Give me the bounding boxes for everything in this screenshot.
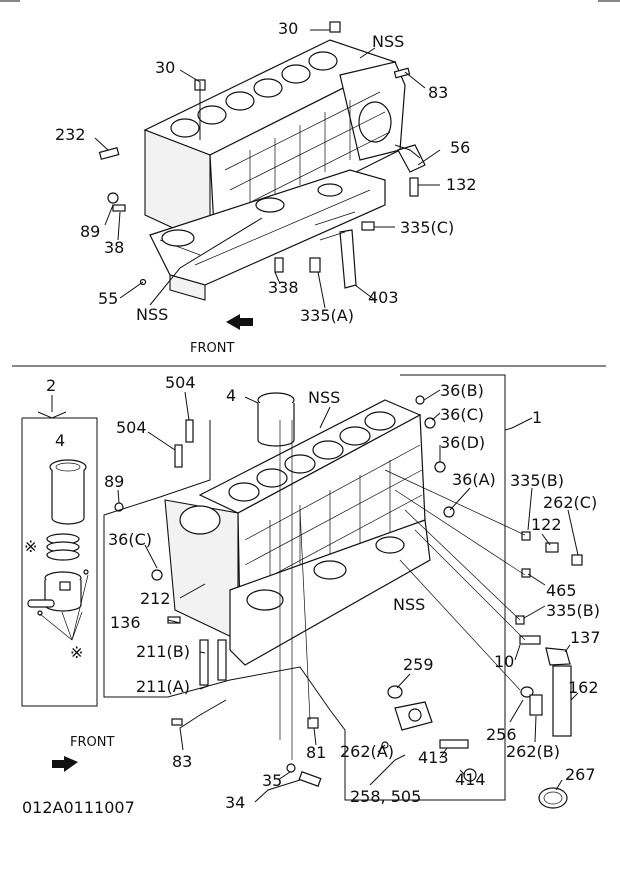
asterisk-mark-lower: ※ bbox=[70, 643, 83, 662]
front-arrow-icon-bottom bbox=[52, 756, 78, 772]
callout-83-bottom: 83 bbox=[172, 752, 192, 771]
callout-1: 1 bbox=[532, 408, 542, 427]
callout-34: 34 bbox=[225, 793, 245, 812]
callout-89-bottom: 89 bbox=[104, 472, 124, 491]
callout-2: 2 bbox=[46, 376, 56, 395]
callout-267: 267 bbox=[565, 765, 596, 784]
callout-136: 136 bbox=[110, 613, 141, 632]
piston-kit-parts bbox=[27, 459, 89, 641]
callout-4-block: 4 bbox=[226, 386, 236, 405]
callout-36d: 36(D) bbox=[440, 433, 485, 452]
callout-nss-upper: NSS bbox=[308, 388, 340, 407]
callout-338: 338 bbox=[268, 278, 299, 297]
callout-137: 137 bbox=[570, 628, 601, 647]
callout-504-left: 504 bbox=[116, 418, 147, 437]
callout-504-top: 504 bbox=[165, 373, 196, 392]
callout-81: 81 bbox=[306, 743, 326, 762]
top-leader-lines bbox=[94, 29, 441, 309]
callout-162: 162 bbox=[568, 678, 599, 697]
callout-262b: 262(B) bbox=[506, 742, 560, 761]
callout-4-kit: 4 bbox=[55, 431, 65, 450]
callout-30-top: 30 bbox=[278, 19, 298, 38]
asterisk-mark-upper: ※ bbox=[24, 537, 37, 556]
callout-36b: 36(B) bbox=[440, 381, 484, 400]
callout-122: 122 bbox=[531, 515, 562, 534]
callout-56: 56 bbox=[450, 138, 470, 157]
callout-256: 256 bbox=[486, 725, 517, 744]
callout-211b: 211(B) bbox=[136, 642, 190, 661]
piston-kit-box bbox=[21, 417, 98, 707]
top-cylinder-block-illustration bbox=[98, 21, 426, 301]
callout-36c-right: 36(C) bbox=[440, 405, 484, 424]
callout-38: 38 bbox=[104, 238, 124, 257]
callout-nss-top: NSS bbox=[372, 32, 404, 51]
front-label-top: FRONT bbox=[190, 341, 234, 356]
callout-258-505: 258, 505 bbox=[350, 787, 421, 806]
callout-465: 465 bbox=[546, 581, 577, 600]
callout-36c-left: 36(C) bbox=[108, 530, 152, 549]
callout-335b-lower: 335(B) bbox=[546, 601, 600, 620]
callout-232: 232 bbox=[55, 125, 86, 144]
callout-55: 55 bbox=[98, 289, 118, 308]
block-assembly-frame bbox=[103, 374, 506, 801]
diagram-code: 012A0111007 bbox=[22, 798, 135, 817]
piston-kit-bracket bbox=[37, 395, 67, 419]
callout-35: 35 bbox=[262, 771, 282, 790]
callout-nss-lower: NSS bbox=[393, 595, 425, 614]
callout-262a: 262(A) bbox=[340, 742, 394, 761]
callout-30-left: 30 bbox=[155, 58, 175, 77]
callout-211a: 211(A) bbox=[136, 677, 190, 696]
callout-403: 403 bbox=[368, 288, 399, 307]
callout-nss-bottom: NSS bbox=[136, 305, 168, 324]
callout-36a: 36(A) bbox=[452, 470, 496, 489]
plug-icon bbox=[329, 21, 341, 33]
callout-89-top: 89 bbox=[80, 222, 100, 241]
front-arrow-icon-top bbox=[226, 314, 253, 330]
callout-259: 259 bbox=[403, 655, 434, 674]
callout-83-top: 83 bbox=[428, 83, 448, 102]
callout-262c: 262(C) bbox=[543, 493, 597, 512]
front-label-bottom: FRONT bbox=[70, 735, 114, 750]
callout-212: 212 bbox=[140, 589, 171, 608]
callout-132: 132 bbox=[446, 175, 477, 194]
callout-335c-top: 335(C) bbox=[400, 218, 454, 237]
callout-335b-upper: 335(B) bbox=[510, 471, 564, 490]
bottom-leader-lines bbox=[117, 389, 579, 803]
callout-335a: 335(A) bbox=[300, 306, 354, 325]
callout-10: 10 bbox=[494, 652, 514, 671]
callout-414: 414 bbox=[455, 770, 486, 789]
callout-413: 413 bbox=[418, 748, 449, 767]
